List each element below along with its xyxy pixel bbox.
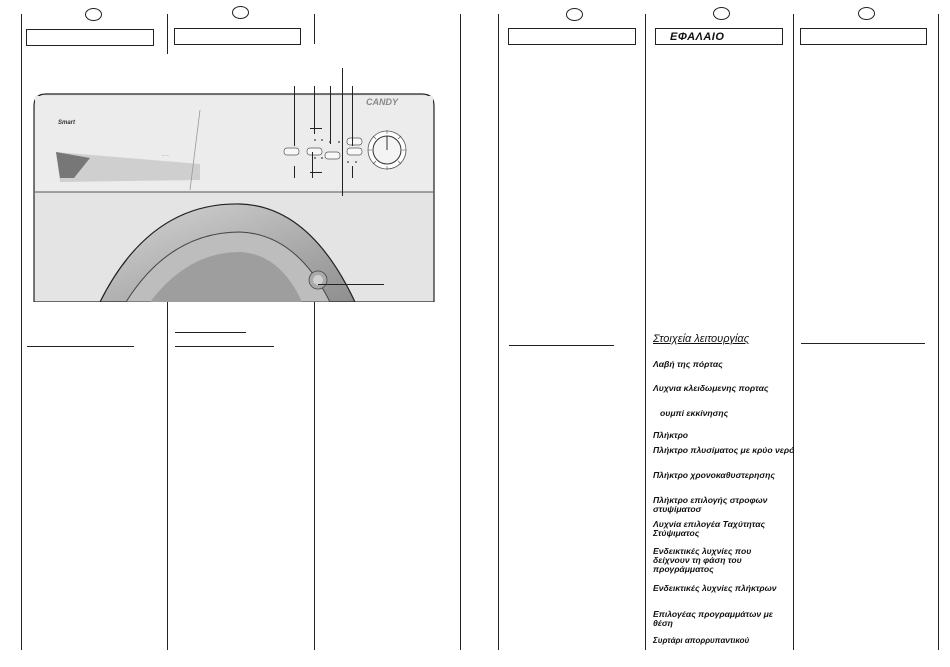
- list-item: Ενδεικτικές λυχνίες που δείχνουν τη φάση…: [653, 546, 752, 574]
- callout-line: [352, 166, 353, 178]
- list-item: Ενδεικτικές λυχνίες πλήκτρων: [653, 583, 777, 593]
- callout-line: [294, 166, 295, 178]
- column-divider: [314, 302, 315, 650]
- list-item: Λαβή της πόρτας: [653, 359, 723, 369]
- column-header-box: [508, 28, 636, 45]
- brand-logo: CANDY: [366, 97, 399, 107]
- column-header-box: [26, 29, 154, 46]
- list-item: Συρτάρι απορρυπαντικού: [653, 636, 750, 645]
- callout-line: [330, 86, 331, 144]
- list-item: Λυχνία επιλογέα Ταχύτητας Στύψιματος: [653, 519, 766, 538]
- callout-line: [314, 86, 315, 134]
- section-title: Στοιχεία λειτουργίας: [653, 333, 750, 345]
- callout-line: [294, 86, 295, 146]
- language-circle: [713, 7, 730, 20]
- section-rule: [27, 346, 134, 347]
- column-divider: [21, 14, 22, 650]
- section-rule: [175, 346, 274, 347]
- column-divider: [167, 14, 168, 54]
- column-divider: [460, 14, 461, 650]
- section-rule: [175, 332, 246, 333]
- callout-line: [310, 128, 322, 129]
- callout-line: [312, 152, 313, 178]
- washing-machine-illustration: Smart CANDY — —: [33, 93, 435, 302]
- column-header-title: ΕΦΑΛΑΙΟ: [655, 28, 783, 45]
- column-divider: [645, 14, 646, 650]
- list-item: Πλήκτρο πλυσίματος με κρύο νερό: [653, 445, 795, 455]
- column-header-box: [800, 28, 927, 45]
- column-divider: [938, 14, 939, 650]
- language-circle: [566, 8, 583, 21]
- language-circle: [85, 8, 102, 21]
- callout-line: [342, 68, 343, 196]
- callout-line: [318, 284, 384, 285]
- column-divider: [793, 14, 794, 650]
- column-header-box: [174, 28, 301, 45]
- list-item: Επιλογέας προγραμμάτων με θέση: [653, 609, 773, 628]
- section-rule: [801, 343, 925, 344]
- language-circle: [858, 7, 875, 20]
- list-item: Πλήκτρο χρονοκαθυστερησης: [653, 470, 775, 480]
- language-circle: [232, 6, 249, 19]
- column-divider: [498, 14, 499, 650]
- section-rule: [509, 345, 614, 346]
- callout-line: [310, 172, 322, 173]
- list-item: ουμπί εκκίνησης: [660, 408, 729, 418]
- list-item: Πλήκτρο επιλογής στροφων στυψίματοσ: [653, 495, 768, 514]
- panel-small-print: — —: [162, 153, 169, 157]
- callout-line: [352, 86, 353, 146]
- model-label: Smart: [58, 120, 76, 126]
- column-divider: [314, 14, 315, 44]
- list-item: Πλήκτρο: [653, 430, 689, 440]
- list-item: Λυχνια κλειδωμενης πορτας: [653, 383, 769, 393]
- column-divider: [167, 302, 168, 650]
